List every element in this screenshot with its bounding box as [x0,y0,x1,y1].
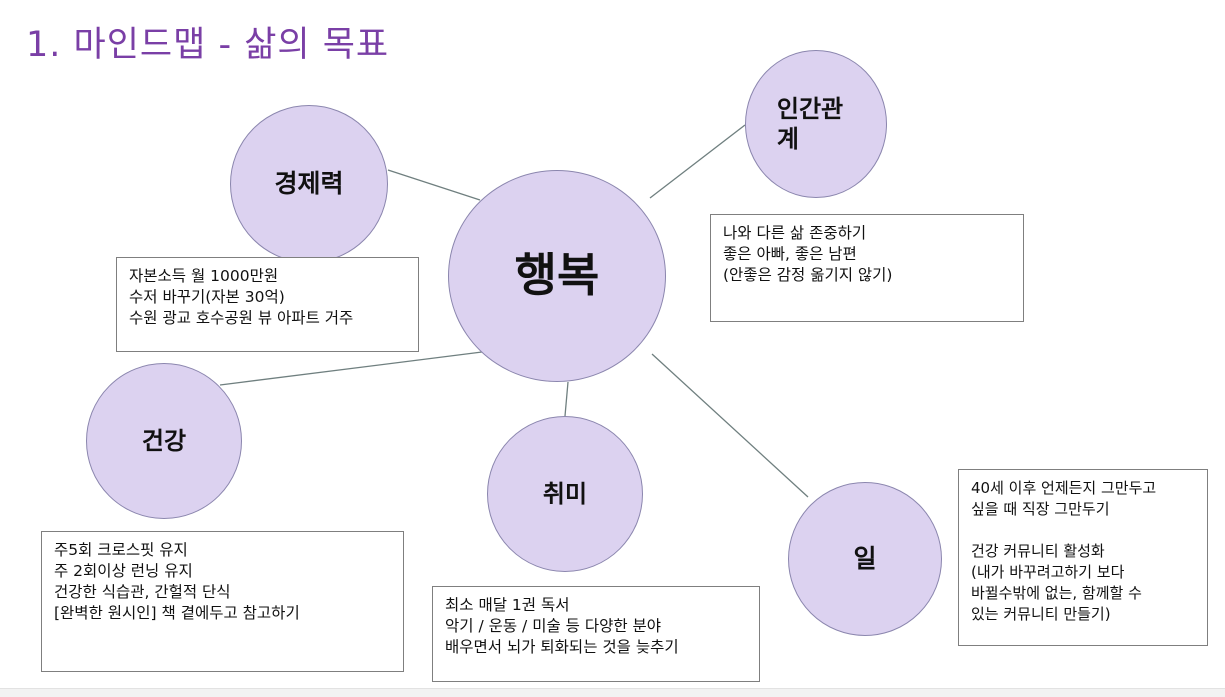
note-economy-line: 수저 바꾸기(자본 30억) [129,288,285,306]
note-work-line [971,520,1195,541]
note-relations-line: 좋은 아빠, 좋은 남편 [723,245,857,263]
note-work-line: 바뀔수밖에 없는, 함께할 수 [971,584,1142,602]
slide-bottom-edge [0,688,1225,697]
note-work-line: 있는 커뮤니티 만들기) [971,605,1111,623]
node-hobby[interactable]: 취미 [487,416,643,572]
note-work-line: (내가 바꾸려고하기 보다 [971,563,1125,581]
note-hobby-line: 악기 / 운동 / 미술 등 다양한 분야 [445,617,662,635]
node-relations-label-line1: 인간관 [776,95,844,123]
connector-relations [649,124,746,199]
connector-health [219,351,483,386]
node-hobby-label: 취미 [542,480,588,508]
note-relations-line: 나와 다른 삶 존중하기 [723,224,867,242]
node-health-label: 건강 [141,427,187,455]
connector-work [651,353,809,498]
page-title: 1. 마인드맵 - 삶의 목표 [26,25,390,65]
node-work-label: 일 [853,544,877,574]
node-economy[interactable]: 경제력 [230,105,388,263]
node-relations[interactable]: 인간관 계 [745,50,887,198]
note-health-line: 주 2회이상 런닝 유지 [54,562,193,580]
note-relations: 나와 다른 삶 존중하기 좋은 아빠, 좋은 남편 (안좋은 감정 옮기지 않기… [710,214,1024,322]
note-work: 40세 이후 언제든지 그만두고 싶을 때 직장 그만두기 건강 커뮤니티 활성… [958,469,1208,646]
connector-hobby [564,381,569,417]
note-hobby: 최소 매달 1권 독서 악기 / 운동 / 미술 등 다양한 분야 배우면서 뇌… [432,586,760,682]
note-health-line: [완벽한 원시인] 책 곁에두고 참고하기 [54,604,300,622]
node-economy-label: 경제력 [274,169,344,199]
note-work-line: 40세 이후 언제든지 그만두고 [971,479,1157,497]
note-work-line: 건강 커뮤니티 활성화 [971,542,1105,560]
note-economy-line: 수원 광교 호수공원 뷰 아파트 거주 [129,309,354,327]
node-relations-label-line2: 계 [776,125,799,153]
node-health[interactable]: 건강 [86,363,242,519]
node-center-label: 행복 [514,248,600,303]
note-economy: 자본소득 월 1000만원 수저 바꾸기(자본 30억) 수원 광교 호수공원 … [116,257,419,352]
connector-economy [387,169,481,201]
note-health-line: 주5회 크로스핏 유지 [54,541,188,559]
note-health: 주5회 크로스핏 유지 주 2회이상 런닝 유지 건강한 식습관, 간헐적 단식… [41,531,404,672]
note-relations-line: (안좋은 감정 옮기지 않기) [723,266,893,284]
note-hobby-line: 배우면서 뇌가 퇴화되는 것을 늦추기 [445,638,679,656]
note-work-line: 싶을 때 직장 그만두기 [971,500,1110,518]
node-work[interactable]: 일 [788,482,942,636]
note-health-line: 건강한 식습관, 간헐적 단식 [54,583,231,601]
node-center[interactable]: 행복 [448,170,666,382]
note-hobby-line: 최소 매달 1권 독서 [445,596,570,614]
note-economy-line: 자본소득 월 1000만원 [129,267,279,285]
